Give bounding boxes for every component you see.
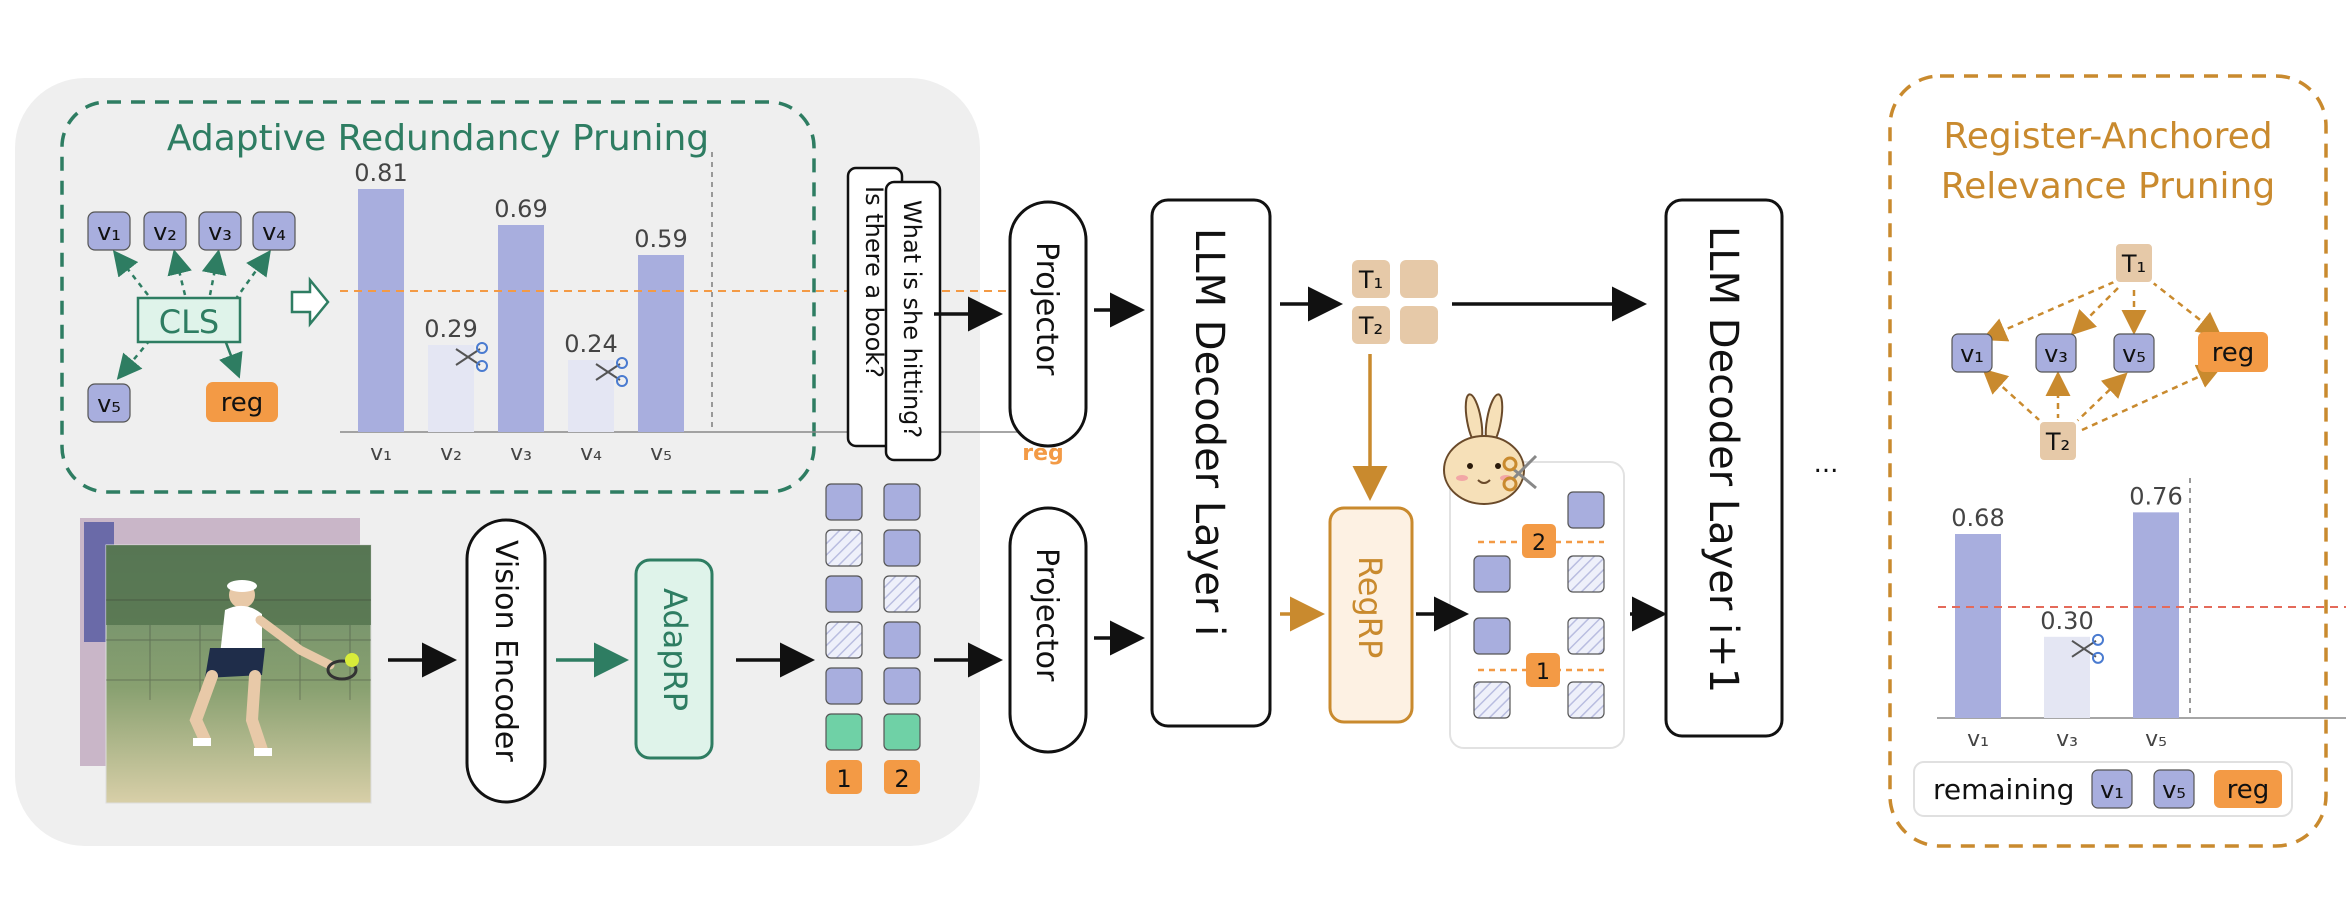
svg-text:v₃: v₃ (208, 218, 232, 246)
svg-text:reg: reg (2212, 338, 2255, 368)
question-line-1: What is she hitting? (898, 200, 926, 438)
reg-token-2: 2 (884, 760, 920, 794)
node-v5: v₅ (87, 383, 131, 423)
svg-text:Projector: Projector (1029, 242, 1064, 376)
category-label-2: v₃ (510, 441, 532, 466)
svg-text:Projector: Projector (1029, 548, 1064, 682)
text-tokens: T₁ T₂ (1352, 260, 1438, 344)
category-label-1: v₃ (2056, 727, 2078, 752)
value-label-1: 0.29 (424, 315, 477, 343)
svg-text:LLM Decoder Layer i: LLM Decoder Layer i (1186, 228, 1232, 636)
scissors-icon (455, 342, 488, 372)
category-label-1: v₂ (440, 441, 462, 466)
vision-encoder: Vision Encoder (465, 518, 547, 804)
adaprp-module: AdapRP (634, 558, 714, 760)
value-label-0: 0.81 (354, 159, 407, 187)
svg-text:1: 1 (1536, 660, 1550, 685)
category-label-4: v₅ (650, 441, 672, 466)
llm-decoder-layer-i-plus-1: LLM Decoder Layer i+1 (1664, 198, 1784, 738)
bar-0 (1955, 534, 2001, 718)
register-node-v1: v₁ (1951, 333, 1993, 373)
svg-text:v₅: v₅ (2122, 340, 2146, 368)
svg-text:1: 1 (836, 765, 851, 793)
regrp-module: RegRP (1328, 506, 1414, 724)
value-label-2: 0.69 (494, 195, 547, 223)
register-node-v3: v₃ (2035, 333, 2077, 373)
svg-text:2: 2 (894, 765, 909, 793)
node-v3: v₃ (198, 211, 242, 251)
value-label-1: 0.30 (2040, 607, 2093, 635)
category-label-3: v₄ (580, 441, 602, 466)
register-title-line-2: Relevance Pruning (1941, 166, 2275, 207)
svg-text:T₁: T₁ (2121, 250, 2146, 278)
remaining-panel: remaining v₁ v₅ reg (1913, 761, 2293, 817)
category-label-0: v₁ (370, 441, 392, 466)
flow-arrows (388, 286, 1667, 678)
node-v4: v₄ (252, 211, 296, 251)
category-label-2: v₅ (2145, 727, 2167, 752)
node-v2: v₂ (143, 211, 187, 251)
projector-vision: Projector (1008, 506, 1088, 754)
remaining-label: remaining (1933, 773, 2074, 806)
bar-0 (358, 189, 404, 432)
cls-label: CLS (159, 303, 219, 341)
cls-cluster: CLS v₁ v₂ v₃ v₄ v₅ reg (87, 211, 296, 423)
scissors-icon (595, 357, 628, 387)
node-v1: v₁ (87, 211, 131, 251)
svg-text:v₃: v₃ (2044, 340, 2068, 368)
value-label-2: 0.76 (2129, 482, 2182, 510)
svg-text:v₁: v₁ (1960, 340, 1984, 368)
svg-text:RegRP: RegRP (1351, 556, 1389, 658)
register-node-reg: reg (2198, 332, 2268, 372)
register-title-line-1: Register-Anchored (1943, 116, 2272, 157)
bar-1 (428, 345, 474, 432)
projector-text: Projector (1008, 200, 1088, 448)
svg-text:v₄: v₄ (262, 218, 286, 246)
remaining-token-v1: v₁ (2100, 776, 2124, 804)
bar-2 (2133, 512, 2179, 718)
svg-text:T₂: T₂ (2045, 428, 2070, 456)
bar-2 (498, 225, 544, 432)
register-node-v5: v₅ (2113, 333, 2155, 373)
question-line-2: Is there a book? (860, 186, 888, 378)
remaining-token-reg: reg (2227, 775, 2270, 805)
svg-text:Vision Encoder: Vision Encoder (488, 540, 523, 762)
bar-4 (638, 255, 684, 432)
left-token-grid: 1 2 (825, 483, 921, 794)
svg-text:AdapRP: AdapRP (656, 588, 694, 711)
cls-node (136, 296, 242, 344)
reg-token-1: 1 (826, 760, 862, 794)
scissors-icon (2071, 633, 2104, 664)
register-node-t2: T₂ (2036, 418, 2080, 464)
hollow-arrow-icon (290, 276, 330, 328)
adaptive-title: Adaptive Redundancy Pruning (167, 118, 709, 159)
node-reg: reg (206, 382, 278, 422)
svg-text:2: 2 (1532, 531, 1546, 556)
svg-text:v₂: v₂ (153, 218, 177, 246)
svg-text:T₂: T₂ (1358, 312, 1383, 340)
register-node-t1: T₁ (2112, 240, 2156, 286)
pruning-card: 2 1 (1449, 461, 1625, 749)
register-pruning-box (1888, 74, 2328, 848)
remaining-token-v5: v₅ (2162, 776, 2186, 804)
register-graph: T₁ v₁ v₃ v₅ reg T₂ (1951, 240, 2268, 464)
value-label-4: 0.59 (634, 225, 687, 253)
svg-text:v₅: v₅ (97, 390, 121, 418)
svg-text:v₁: v₁ (97, 218, 121, 246)
question-card: What is she hitting? Is there a book? (846, 166, 942, 462)
value-label-0: 0.68 (1951, 504, 2004, 532)
bunny-mascot-icon (1443, 393, 1538, 505)
input-image (80, 518, 372, 804)
ellipsis: ... (1814, 449, 1839, 479)
value-label-3: 0.24 (564, 330, 617, 358)
svg-text:reg: reg (221, 388, 264, 418)
llm-decoder-layer-i: LLM Decoder Layer i (1150, 198, 1272, 728)
svg-text:T₁: T₁ (1358, 266, 1383, 294)
svg-text:LLM Decoder Layer i+1: LLM Decoder Layer i+1 (1700, 226, 1746, 693)
category-label-0: v₁ (1967, 727, 1989, 752)
